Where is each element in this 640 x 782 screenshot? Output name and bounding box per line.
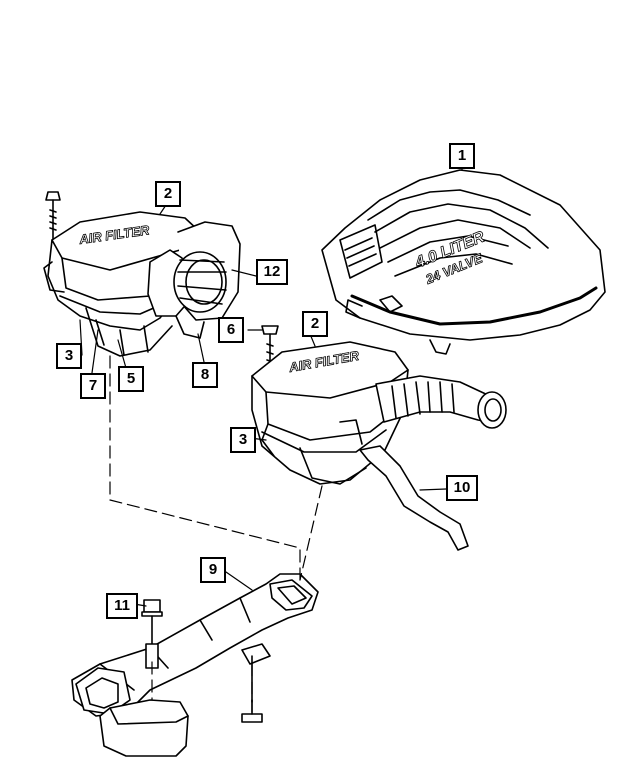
inlet-duct (71, 573, 319, 757)
callout-9: 9 (200, 557, 226, 583)
callout-3-left: 3 (56, 343, 82, 369)
callout-8: 8 (192, 362, 218, 388)
callout-2-right: 2 (302, 311, 328, 337)
callout-10: 10 (446, 475, 478, 501)
callout-11: 11 (106, 593, 138, 619)
callout-6: 6 (218, 317, 244, 343)
callout-12: 12 (256, 259, 288, 285)
air-cleaner-left: AIR FILTER (43, 191, 241, 357)
dashed-guides (109, 355, 323, 713)
callout-3-right: 3 (230, 427, 256, 453)
callout-5: 5 (118, 366, 144, 392)
engine-cover: 4.0 LITER 24 VALVE (321, 169, 606, 355)
callout-7: 7 (80, 373, 106, 399)
callout-2-left: 2 (155, 181, 181, 207)
callout-1: 1 (449, 143, 475, 169)
air-cleaner-right: AIR FILTER (251, 325, 507, 551)
